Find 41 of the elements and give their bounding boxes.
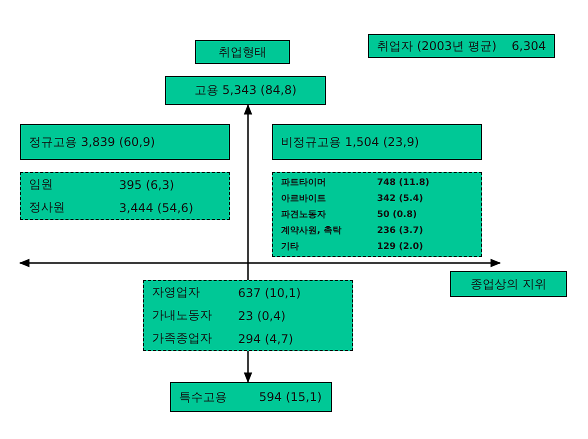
- vertical-axis-arrow: [244, 351, 252, 384]
- category-text: 가족종업자: [152, 330, 213, 347]
- category-text: 아르바이트: [281, 193, 327, 205]
- value-text: 129 (2.0): [377, 242, 424, 252]
- label-box: [20, 124, 230, 160]
- category-text: 자영업자: [152, 284, 201, 301]
- value-text: 50 (0.8): [377, 210, 418, 220]
- category-text: 파트타이머: [281, 177, 327, 189]
- category-text: 파견노동자: [281, 209, 327, 221]
- label-box: [170, 382, 332, 412]
- label-text: 취업자 (2003년 평균): [377, 38, 497, 54]
- label-text: 고용 5,343 (84,8): [194, 82, 297, 99]
- value-text: 294 (4,7): [238, 332, 294, 346]
- value-text: 3,444 (54,6): [119, 200, 194, 214]
- label-box: [450, 271, 567, 297]
- value-text: 342 (5.4): [377, 194, 424, 204]
- value-text: 395 (6,3): [119, 178, 176, 192]
- label-box: [272, 124, 482, 160]
- category-text: 가내노동자: [152, 307, 213, 324]
- label-box: [165, 76, 326, 105]
- value-text: 748 (11.8): [377, 178, 430, 188]
- category-text: 기타: [281, 241, 300, 253]
- category-text: 특수고용: [179, 388, 228, 406]
- label-box: [368, 34, 555, 58]
- list-box: [272, 172, 482, 257]
- label-text: 6,304: [512, 39, 546, 53]
- value-text: 23 (0,4): [238, 308, 287, 322]
- label-text: 정규고용 3,839 (60,9): [29, 134, 156, 150]
- value-text: 594 (15,1): [259, 390, 322, 404]
- category-text: 계약사원, 촉탁: [281, 225, 343, 237]
- category-text: 임원: [29, 176, 54, 193]
- value-text: 236 (3.7): [377, 226, 424, 236]
- list-box: [20, 172, 230, 220]
- label-box: [195, 40, 290, 64]
- value-text: 637 (10,1): [238, 286, 301, 300]
- label-text: 취업형태: [218, 44, 266, 60]
- vertical-axis-arrow: [244, 104, 252, 280]
- label-text: 종업상의 지위: [470, 276, 546, 292]
- list-box: [143, 280, 353, 351]
- category-text: 정사원: [29, 199, 66, 216]
- label-text: 비정규고용 1,504 (23,9): [281, 134, 420, 150]
